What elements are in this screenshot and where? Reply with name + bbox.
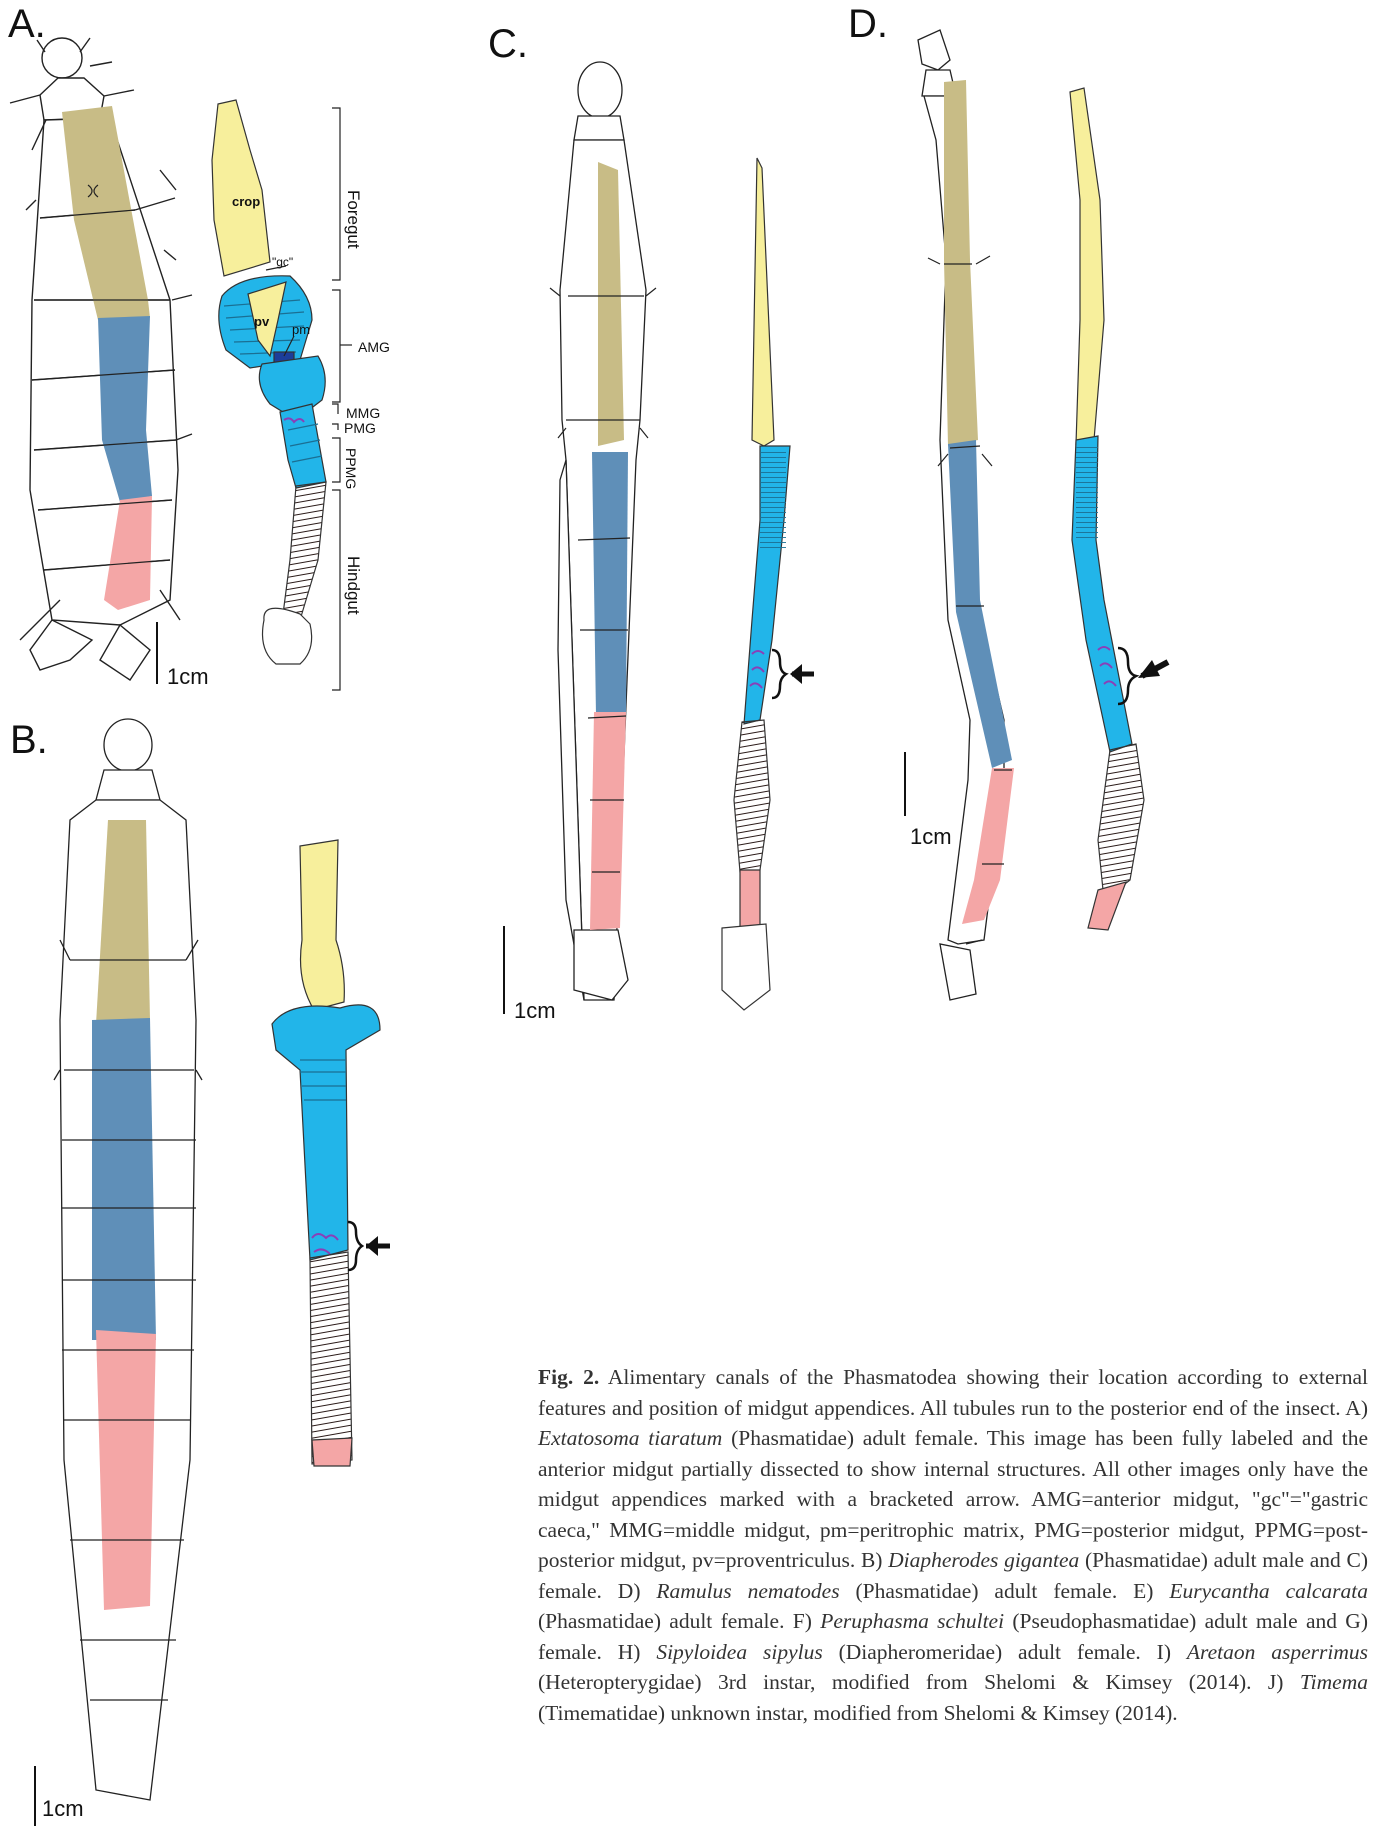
panel-c-rectum [722, 924, 770, 1010]
panel-b-body-gut-regions [92, 820, 156, 1610]
caption-text-run: (Diapheromeridae) adult female. I) [823, 1640, 1187, 1664]
panel-b-hindgut [310, 1252, 352, 1464]
caption-species-name: Peruphasma schultei [820, 1609, 1004, 1633]
panel-c-midgut-rings [760, 452, 786, 550]
label-gc: "gc" [272, 255, 293, 269]
panel-d-dissected-gut [1070, 88, 1144, 930]
figure-caption: Fig. 2. Alimentary canals of the Phasmat… [538, 1362, 1368, 1728]
caption-species-name: Timema [1300, 1670, 1368, 1694]
label-ppmg: PPMG [343, 448, 359, 489]
panel-d-crop [1070, 88, 1104, 444]
caption-species-name: Ramulus nematodes [656, 1579, 839, 1603]
label-pv: pv [254, 314, 270, 329]
panel-d-midgut-rings [1076, 444, 1098, 538]
caption-text-run: (Phasmatidae) adult female. E) [840, 1579, 1170, 1603]
caption-species-name: Extatosoma tiaratum [538, 1426, 722, 1450]
panel-b-hindgut-tip [312, 1438, 352, 1466]
panel-d-appendix-marker [1118, 648, 1168, 704]
caption-fig-label: Fig. 2. [538, 1365, 599, 1389]
panel-b-midgut-region [92, 1018, 156, 1340]
label-foregut: Foregut [344, 190, 363, 249]
panel-d-foregut-region [944, 80, 978, 446]
panel-d-hindgut [1098, 744, 1144, 900]
panel-c-crop [752, 158, 774, 446]
label-mmg: MMG [346, 405, 380, 421]
caption-text-run: (Heteropterygidae) 3rd instar, modified … [538, 1670, 1300, 1694]
caption-species-name: Eurycantha calcarata [1169, 1579, 1368, 1603]
label-pm: pm [292, 322, 310, 337]
panel-c-hindgut-region [590, 712, 626, 930]
panel-a-hindgut [282, 482, 326, 622]
panel-b-appendix-marker [348, 1222, 390, 1270]
caption-species-name: Sipyloidea sipylus [656, 1640, 822, 1664]
panel-c-dissected-gut [722, 158, 790, 1010]
caption-text-run: (Phasmatidae) adult female. F) [538, 1609, 820, 1633]
caption-species-name: Aretaon asperrimus [1187, 1640, 1368, 1664]
panel-a-ppmg [280, 404, 326, 488]
panel-c-midgut-region [592, 452, 628, 716]
panel-a-crop [212, 100, 270, 276]
panel-b-midgut [272, 1005, 380, 1260]
caption-text-run: (Timematidae) unknown instar, modified f… [538, 1701, 1178, 1725]
panel-c-hindgut [734, 720, 770, 872]
panel-b-hindgut-region [96, 1330, 156, 1610]
panel-b-crop [300, 840, 344, 1010]
label-crop: crop [232, 194, 260, 209]
panel-a-dissected-gut [212, 100, 326, 664]
panel-b-dissected-gut [272, 840, 380, 1466]
caption-body: Alimentary canals of the Phasmatodea sho… [538, 1365, 1368, 1725]
label-pmg: PMG [344, 420, 376, 436]
panel-a-rectum [263, 608, 312, 664]
appendix-bracket-b [348, 1222, 362, 1270]
label-hindgut: Hindgut [344, 556, 363, 615]
panel-c-appendix-marker [772, 650, 814, 698]
caption-species-name: Diapherodes gigantea [888, 1548, 1079, 1572]
panel-c-hindgut-pink [740, 870, 760, 928]
label-amg: AMG [358, 339, 390, 355]
appendix-bracket-c [772, 650, 786, 698]
panel-d-hindgut-pink [1088, 882, 1126, 930]
caption-text-run: Alimentary canals of the Phasmatodea sho… [538, 1365, 1368, 1420]
